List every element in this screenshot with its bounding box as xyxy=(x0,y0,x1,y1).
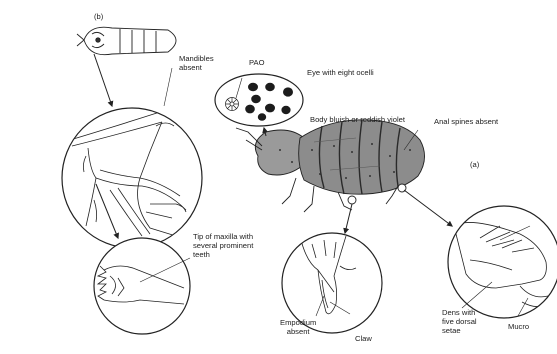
label-eye: Eye with eight ocelli xyxy=(307,68,374,77)
label-claw: Claw xyxy=(355,334,372,343)
pao-rosette xyxy=(226,98,239,111)
label-mandibles: Mandibles absent xyxy=(179,54,214,72)
label-dens: Dens with five dorsal setae xyxy=(442,308,477,335)
springtail-body xyxy=(236,120,425,212)
label-mucro: Mucro xyxy=(508,322,529,331)
label-pao: PAO xyxy=(249,58,264,67)
label-empodium: Empodium absent xyxy=(280,318,316,336)
label-anal-spines: Anal spines absent xyxy=(434,117,498,126)
panel-label-a: (a) xyxy=(470,160,479,169)
eye-detail xyxy=(215,74,303,126)
maxilla-detail xyxy=(94,238,190,334)
label-maxilla: Tip of maxilla with several prominent te… xyxy=(193,232,253,259)
label-body-color: Body bluish or reddish violet xyxy=(310,115,405,124)
mouthparts-detail xyxy=(62,108,202,248)
panel-label-b: (b) xyxy=(94,12,103,21)
furca-detail xyxy=(448,206,557,318)
dorsal-view-insect xyxy=(77,27,176,55)
